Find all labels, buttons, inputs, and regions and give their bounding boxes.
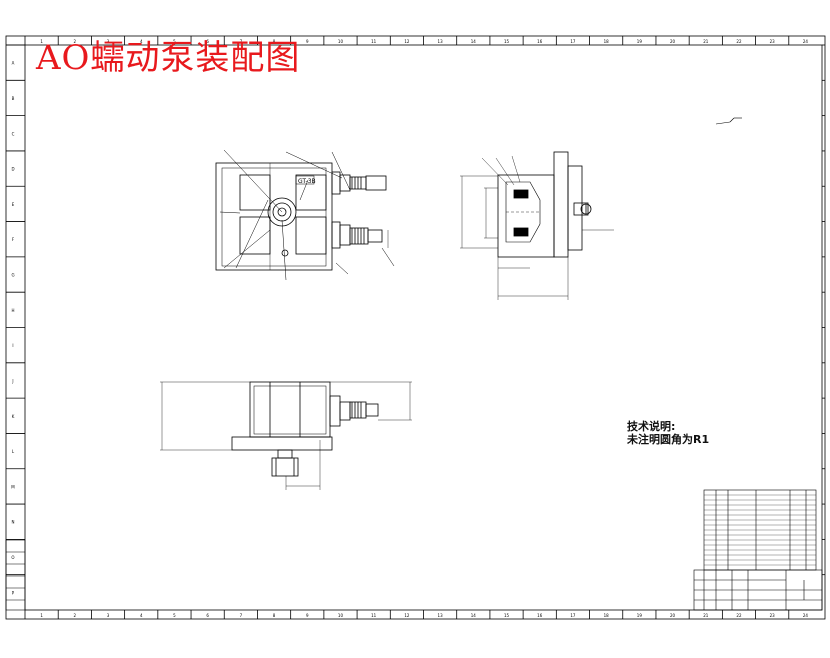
zone-col-label: 13 <box>438 613 444 618</box>
zone-col-label: 5 <box>173 39 176 44</box>
zone-col-label: 2 <box>74 613 77 618</box>
inner-border <box>24 44 823 611</box>
zone-col-label: 1 <box>40 613 43 618</box>
surface-mark <box>715 117 742 125</box>
zone-col-label: 9 <box>306 39 309 44</box>
zone-col-label: 18 <box>604 613 610 618</box>
zone-col-label: 11 <box>371 613 377 618</box>
zone-col-label: 17 <box>570 613 576 618</box>
zone-col-label: 21 <box>703 613 709 618</box>
zone-row-label: B <box>12 96 15 101</box>
zone-col-label: 16 <box>537 613 543 618</box>
zone-col-label: 3 <box>107 39 110 44</box>
zone-col-label: 22 <box>736 613 742 618</box>
zone-col-label: 4 <box>140 39 143 44</box>
title-block <box>693 569 823 611</box>
zone-col-label: 7 <box>240 39 243 44</box>
zone-row-label: I <box>12 343 13 348</box>
zone-col-label: 23 <box>770 613 776 618</box>
left-revision-block <box>5 539 26 611</box>
zone-col-label: 23 <box>770 39 776 44</box>
zone-col-label: 20 <box>670 39 676 44</box>
zone-row-label: K <box>12 414 15 419</box>
row-labels: A B C D E F G H I J K L M N O P <box>11 61 15 596</box>
zone-col-label: 1 <box>40 39 43 44</box>
zone-row-label: O <box>11 555 14 560</box>
zone-row-label: N <box>12 520 15 525</box>
plan-view <box>160 381 412 490</box>
tech-notes-line: 未注明圆角为R1 <box>627 433 710 446</box>
zone-col-label: 24 <box>803 613 809 618</box>
outer-border <box>5 35 826 620</box>
zone-row-label: M <box>11 484 15 489</box>
side-view <box>460 151 614 300</box>
drawing-title: AO蠕动泵装配图 <box>36 38 301 78</box>
zone-col-label: 12 <box>404 39 410 44</box>
zone-row-label: F <box>12 237 15 242</box>
zone-col-label: 19 <box>637 39 643 44</box>
zone-col-label: 22 <box>736 39 742 44</box>
zone-row-label: C <box>12 131 15 136</box>
column-labels: 1122334455667788991010111112121313141415… <box>40 39 808 618</box>
front-view-label: GT-3B <box>298 178 316 185</box>
zone-col-label: 15 <box>504 613 510 618</box>
zone-row-label: L <box>12 449 15 454</box>
zone-row-label: G <box>11 273 14 278</box>
zone-row-label: J <box>11 378 13 383</box>
zone-row-label: D <box>11 167 14 172</box>
zone-col-label: 19 <box>637 613 643 618</box>
zone-col-label: 13 <box>438 39 444 44</box>
zone-col-label: 3 <box>107 613 110 618</box>
zone-col-label: 4 <box>140 613 143 618</box>
zone-col-label: 11 <box>371 39 377 44</box>
zone-col-label: 21 <box>703 39 709 44</box>
zone-ticks <box>6 36 825 619</box>
zone-col-label: 15 <box>504 39 510 44</box>
zone-col-label: 6 <box>206 39 209 44</box>
zone-col-label: 20 <box>670 613 676 618</box>
zone-col-label: 18 <box>604 39 610 44</box>
zone-row-label: A <box>12 61 15 66</box>
zone-col-label: 14 <box>471 39 477 44</box>
zone-row-label: H <box>11 308 14 313</box>
zone-col-label: 8 <box>273 39 276 44</box>
zone-col-label: 10 <box>338 613 344 618</box>
zone-col-label: 24 <box>803 39 809 44</box>
zone-col-label: 16 <box>537 39 543 44</box>
zone-row-label: E <box>12 202 15 207</box>
zone-col-label: 17 <box>570 39 576 44</box>
zone-col-label: 14 <box>471 613 477 618</box>
zone-col-label: 2 <box>74 39 77 44</box>
zone-col-label: 9 <box>306 613 309 618</box>
zone-col-label: 12 <box>404 613 410 618</box>
zone-col-label: 10 <box>338 39 344 44</box>
zone-col-label: 7 <box>240 613 243 618</box>
parts-list <box>703 489 817 571</box>
zone-row-label: P <box>12 590 15 595</box>
tech-notes-title: 技术说明: <box>627 420 676 433</box>
zone-col-label: 5 <box>173 613 176 618</box>
front-view: GT-3B <box>215 149 395 281</box>
zone-col-label: 8 <box>273 613 276 618</box>
zone-col-label: 6 <box>206 613 209 618</box>
